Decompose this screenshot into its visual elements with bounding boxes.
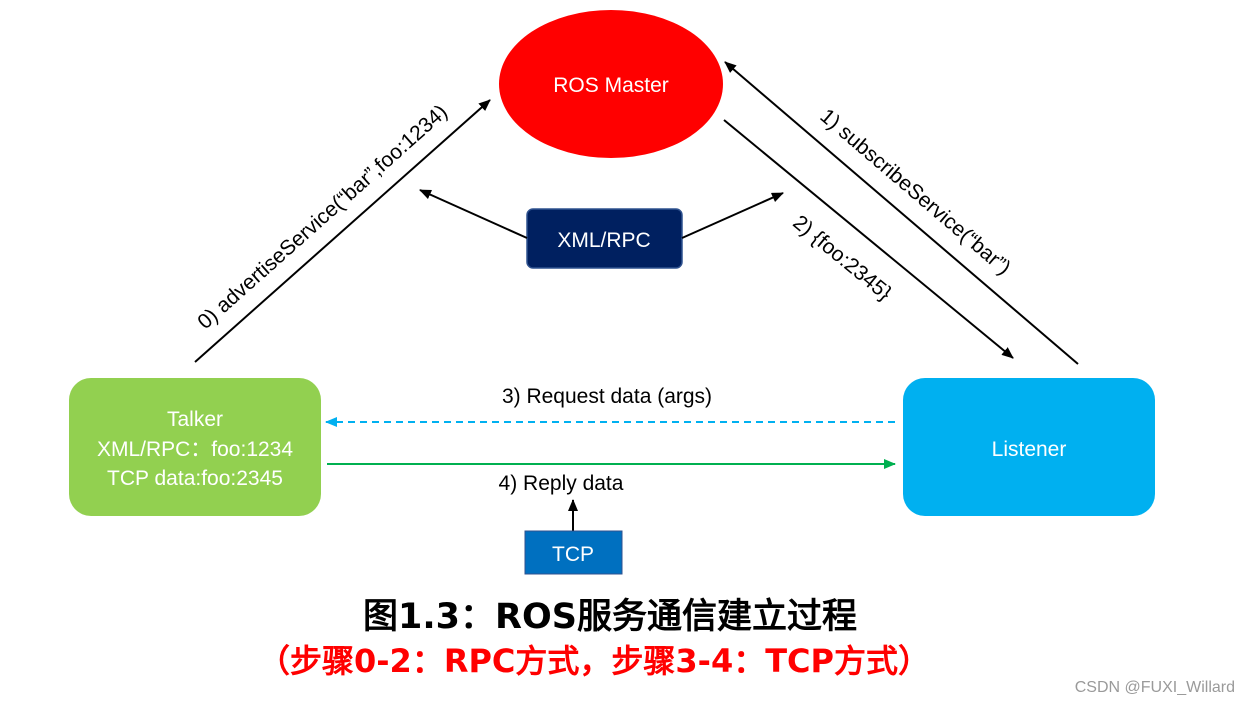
xml-rpc-node: XML/RPC bbox=[526, 208, 683, 269]
xml-rpc-label: XML/RPC bbox=[557, 229, 650, 252]
xml-rpc-box bbox=[526, 208, 683, 269]
tcp-node: TCP bbox=[524, 530, 623, 575]
subscribe-service-arrow bbox=[724, 61, 1079, 365]
figure-caption-subtitle: （步骤0-2：RPC方式，步骤3-4：TCP方式） bbox=[258, 642, 930, 680]
advertise-service-label: 0) advertiseService(“bar”,foo:1234) bbox=[193, 100, 452, 333]
advertise-service-arrow bbox=[194, 99, 491, 363]
reply-data-label: 4) Reply data bbox=[499, 472, 624, 495]
listener-box bbox=[903, 378, 1155, 516]
talker-tcp-address: TCP data:foo:2345 bbox=[107, 467, 283, 490]
xml-rpc-left-arrow bbox=[419, 189, 528, 239]
ros-master-node: ROS Master bbox=[499, 10, 723, 158]
talker-node: Talker XML/RPC：foo:1234 TCP data:foo:234… bbox=[69, 378, 321, 516]
talker-title: Talker bbox=[167, 408, 223, 431]
talker-xml-rpc-address: XML/RPC：foo:1234 bbox=[97, 438, 293, 461]
tcp-box bbox=[524, 530, 623, 575]
xml-rpc-right-arrow bbox=[681, 192, 784, 239]
watermark: CSDN @FUXI_Willard bbox=[1075, 679, 1235, 696]
listener-node: Listener bbox=[903, 378, 1155, 516]
figure-caption-title: 图1.3：ROS服务通信建立过程 bbox=[363, 597, 857, 637]
master-reply-arrow bbox=[723, 119, 1014, 359]
talker-box bbox=[69, 378, 321, 516]
request-data-label: 3) Request data (args) bbox=[502, 385, 712, 408]
tcp-label: TCP bbox=[552, 543, 594, 566]
master-reply-label: 2) {foo:2345} bbox=[788, 211, 895, 305]
ros-master-label: ROS Master bbox=[553, 74, 669, 97]
ros-master-ellipse bbox=[499, 10, 723, 158]
listener-label: Listener bbox=[992, 438, 1067, 461]
